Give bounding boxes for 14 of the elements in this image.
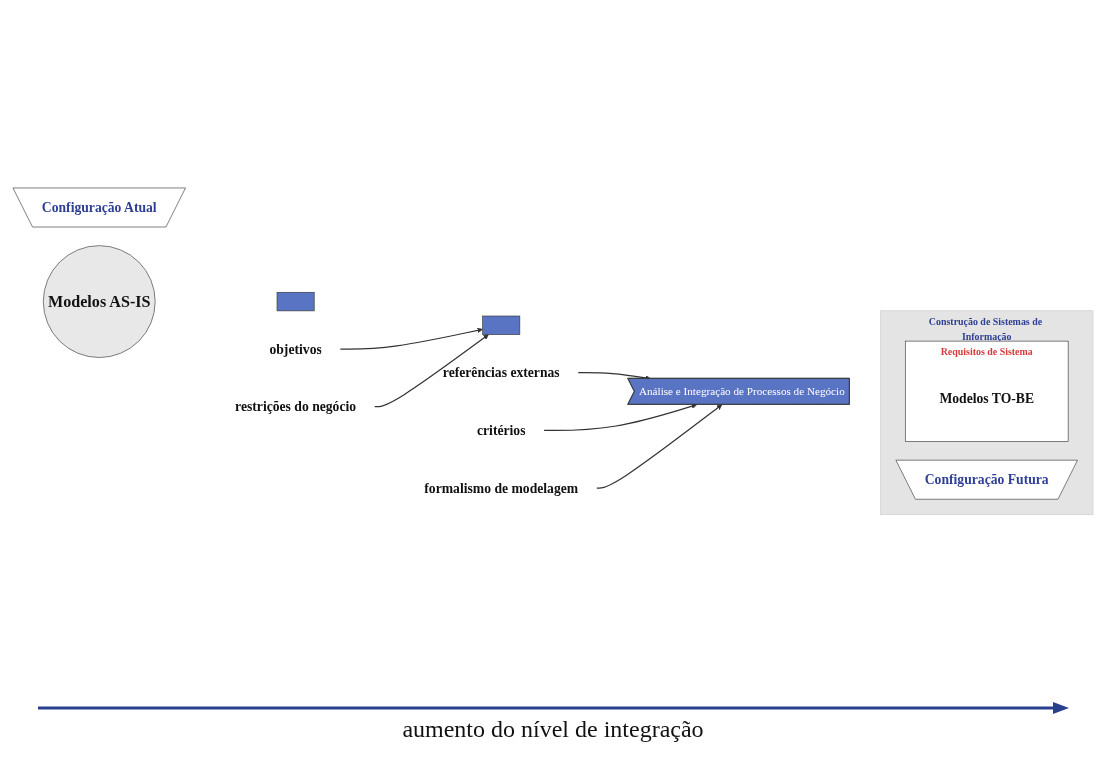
node-bar bbox=[276, 291, 315, 311]
arrow bbox=[596, 404, 723, 489]
axis-label: aumento do nível de integração bbox=[402, 716, 704, 743]
arrow bbox=[339, 327, 483, 350]
arrow bbox=[543, 403, 698, 431]
node-text: objetivos bbox=[269, 340, 322, 357]
node-text: formalismo de modelagem bbox=[424, 479, 579, 496]
arrow bbox=[374, 334, 489, 407]
node-circle: Modelos AS-IS bbox=[43, 244, 156, 358]
node-bar bbox=[482, 315, 521, 335]
node-text: restrições do negócio bbox=[235, 398, 357, 415]
node-text: referências externas bbox=[442, 364, 560, 381]
node-text: Modelos TO-BE bbox=[939, 390, 1035, 407]
node-text: critérios bbox=[477, 422, 526, 438]
